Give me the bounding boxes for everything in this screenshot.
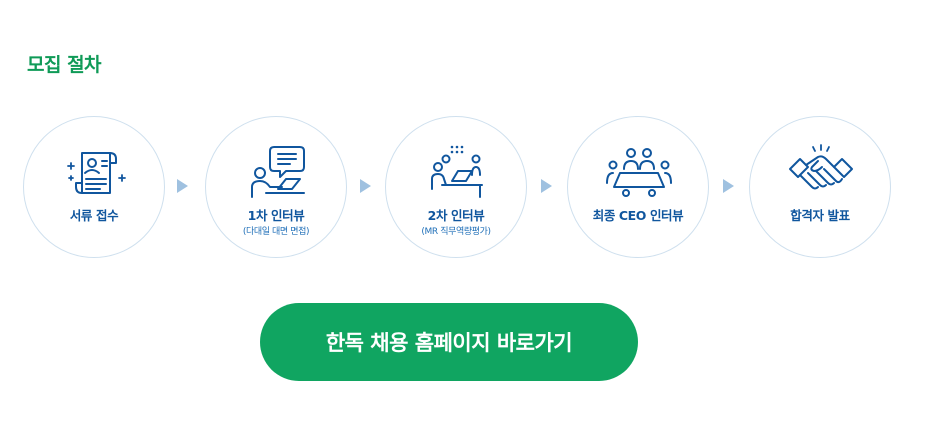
interview-chat-icon	[251, 146, 305, 198]
arrow-icon	[723, 179, 734, 193]
step-final-announcement: 합격자 발표	[749, 116, 891, 258]
recruitment-steps: 서류 접수 1차 인터뷰 (다대일 대면 면접)	[23, 116, 891, 258]
careers-homepage-button[interactable]: 한독 채용 홈페이지 바로가기	[260, 303, 638, 381]
document-icon	[67, 152, 126, 194]
step-label: 합격자 발표	[790, 208, 850, 223]
step-first-interview: 1차 인터뷰 (다대일 대면 면접)	[205, 116, 347, 258]
step-label: 서류 접수	[69, 208, 119, 223]
step-second-interview: 2차 인터뷰 (MR 직무역량평가)	[385, 116, 527, 258]
step-label: 최종 CEO 인터뷰	[592, 208, 684, 223]
step-document-screening: 서류 접수	[23, 116, 165, 258]
step-label: 1차 인터뷰	[247, 208, 305, 223]
step-sub-label: (다대일 대면 면접)	[242, 227, 310, 237]
step-final-ceo-interview: 최종 CEO 인터뷰	[567, 116, 709, 258]
laptop-assessment-icon	[431, 145, 483, 198]
section-title: 모집 절차	[27, 54, 102, 76]
step-label: 2차 인터뷰	[427, 208, 485, 223]
arrow-icon	[360, 179, 371, 193]
meeting-table-icon	[606, 148, 672, 197]
arrow-icon	[541, 179, 552, 193]
handshake-icon	[789, 144, 853, 190]
step-sub-label: (MR 직무역량평가)	[421, 227, 491, 237]
arrow-icon	[177, 179, 188, 193]
